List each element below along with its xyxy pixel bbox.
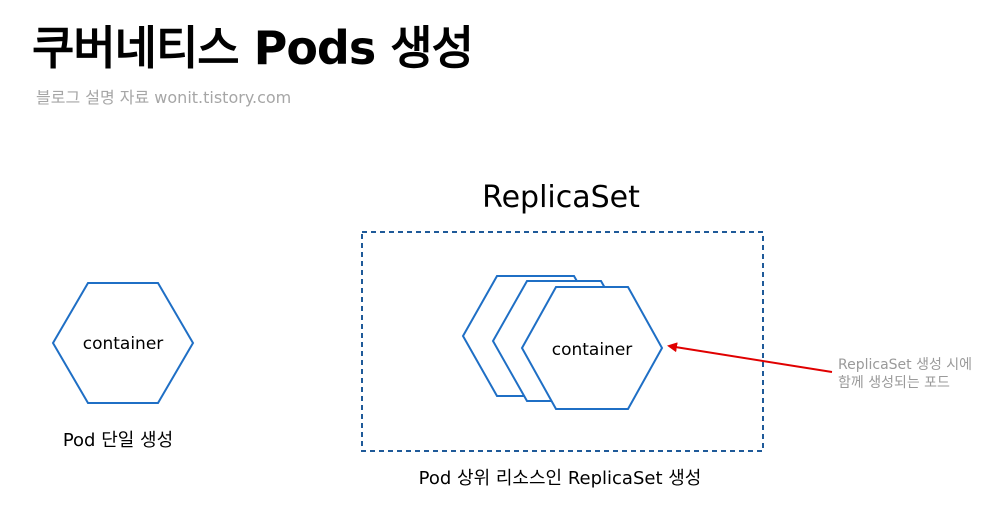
replicaset-caption: Pod 상위 리소스인 ReplicaSet 생성 — [419, 468, 702, 489]
single-pod-hexagon — [51, 282, 195, 404]
replica-pod-container-label: container — [552, 340, 633, 360]
replicaset-title: ReplicaSet — [482, 180, 640, 215]
replicaset-boundary — [361, 231, 764, 452]
annotation-line-2: 함께 생성되는 포드 — [838, 375, 950, 391]
single-pod-caption: Pod 단일 생성 — [63, 430, 173, 451]
annotation-line-1: ReplicaSet 생성 시에 — [838, 357, 972, 373]
annotation-arrow — [667, 342, 833, 373]
replica-pod-hexagon-front — [520, 286, 664, 410]
single-pod-container-label: container — [83, 334, 164, 354]
page-title: 쿠버네티스 Pods 생성 — [32, 21, 474, 75]
page-subtitle: 블로그 설명 자료 wonit.tistory.com — [36, 88, 292, 107]
